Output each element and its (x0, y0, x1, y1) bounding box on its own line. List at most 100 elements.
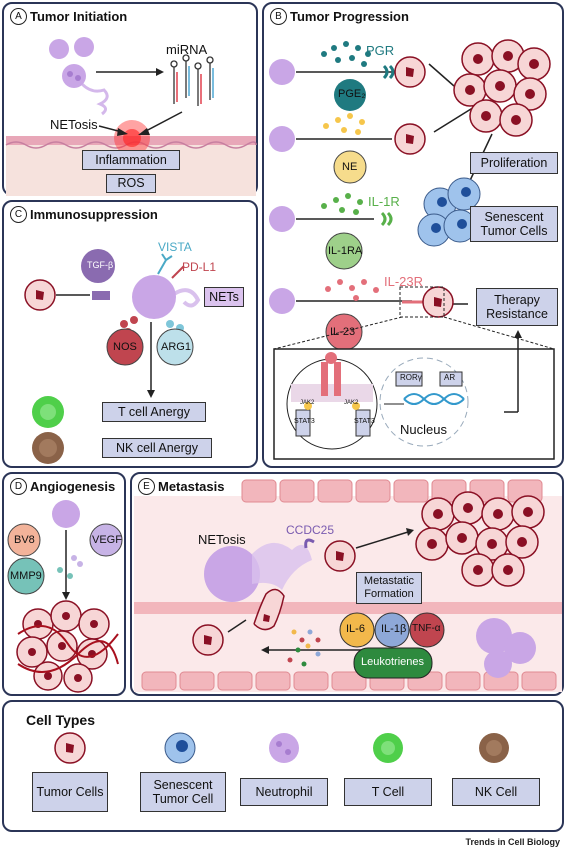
arg1-label: ARG1 (161, 341, 191, 353)
netosis-label: NETosis (198, 532, 246, 547)
tcell-anergy-box: T cell Anergy (102, 402, 206, 422)
pge2-dots (321, 41, 371, 67)
netosis-label: NETosis (50, 117, 98, 132)
panel-e-graphic (134, 479, 562, 692)
extravasating-cell (253, 588, 285, 631)
stat3-right-label: STAT3 (354, 418, 375, 425)
panel-b-title-text: Tumor Progression (290, 9, 409, 24)
ar-label: AR (444, 373, 456, 382)
il1ra-label: IL-1RA (328, 245, 363, 257)
vegf-circle (89, 523, 123, 557)
cytokine-dots (287, 629, 321, 667)
panel-d-letter: D (10, 478, 27, 495)
nkcell-anergy-box: NK cell Anergy (102, 438, 212, 458)
mirna-icon (170, 54, 214, 106)
legend-title: Cell Types (26, 712, 95, 728)
il1r-label: IL-1R (368, 194, 400, 209)
vessel-wall-bottom (141, 671, 557, 691)
therapy-resistance-box: Therapy Resistance (476, 288, 558, 326)
panel-a-letter: A (10, 8, 27, 25)
stat3-right (355, 409, 371, 437)
pge2-circle (334, 79, 366, 111)
arg1-circle (156, 328, 194, 366)
ne-dots (323, 113, 365, 135)
panel-d-title: D Angiogenesis (10, 478, 115, 495)
rory-label: RORγ (400, 373, 422, 382)
netosis-neutrophil-icon (204, 546, 260, 602)
il23-label: IL-23 (330, 326, 356, 338)
legend-tcell-box: T Cell (344, 778, 432, 806)
pdl1-label: PD-L1 (182, 260, 217, 274)
receptor (92, 291, 110, 300)
panel-a-title-text: Tumor Initiation (30, 9, 128, 24)
ne-label: NE (342, 161, 358, 173)
metastatic-formation-box: Metastatic Formation (356, 572, 422, 604)
ne-circle (333, 150, 367, 184)
pdl1-receptor (171, 265, 185, 279)
vista-label: VISTA (158, 240, 192, 254)
leukotrienes-label: Leukotrienes (361, 656, 424, 668)
mmp9-circle (7, 557, 45, 595)
jak2-left-label: JAK2 (300, 400, 315, 406)
tnfa-circle (409, 612, 445, 648)
il1ra-circle (325, 232, 363, 270)
bv8-circle (7, 523, 41, 557)
tumor-cell-icon (394, 56, 454, 318)
nets-box: NETs (204, 287, 244, 307)
vascularized-tumor (16, 600, 110, 693)
stat3-left-label: STAT3 (294, 418, 315, 425)
neutrophil-icon (476, 618, 512, 654)
ros-box: ROS (106, 174, 156, 193)
journal-credit: Trends in Cell Biology (465, 837, 560, 847)
panel-metastasis: E Metastasis (130, 472, 564, 696)
panel-a-title: A Tumor Initiation (10, 8, 127, 25)
tgfb-label: TGF-β (87, 260, 114, 270)
panel-e-title: E Metastasis (138, 478, 224, 495)
neutrophil-icon (132, 275, 176, 319)
legend-senescent-box: Senescent Tumor Cell (140, 772, 226, 812)
nucleus-label: Nucleus (400, 422, 447, 437)
leukotrienes-shape (353, 647, 433, 679)
il6-label: IL-6 (346, 623, 365, 635)
pgr-label: PGR (366, 43, 395, 58)
proliferation-box: Proliferation (470, 152, 558, 174)
mirna-label: miRNA (166, 42, 208, 57)
bv8-label: BV8 (14, 534, 35, 546)
vessel-wall-middle (134, 602, 562, 614)
neutrophil-icon (269, 733, 299, 763)
tnfa-label: TNF-α (412, 623, 441, 634)
vegf-label: VEGF (92, 534, 122, 546)
panel-c-title: C Immunosuppression (10, 206, 158, 223)
il1ra-dots (321, 193, 363, 215)
panel-b-graphic (269, 39, 555, 460)
panel-angiogenesis: D Angiogenesis BV8 VEGF MMP9 (2, 472, 126, 696)
il1b-label: IL-1β (381, 623, 407, 635)
panel-tumor-initiation: A Tumor Initiation miRNA NETosis Inflamm… (2, 2, 258, 196)
il23-dots (325, 279, 379, 301)
pge2-label: PGE₂ (338, 88, 366, 100)
membrane (291, 384, 373, 402)
il1r-receptor (380, 211, 393, 227)
panel-c-graphic (24, 249, 201, 464)
senescent-box: Senescent Tumor Cells (470, 206, 558, 242)
panel-immunosuppression: C Immunosuppression TGF-β VISTA PD-L1 NE… (2, 200, 258, 468)
stat3-left (295, 409, 311, 437)
neutrophil-icon (49, 37, 109, 116)
tgfb-circle (81, 249, 115, 283)
panel-b-letter: B (270, 8, 287, 25)
panel-e-title-text: Metastasis (158, 479, 225, 494)
panel-d-graphic (7, 500, 123, 693)
nos-label: NOS (113, 341, 137, 353)
panel-c-title-text: Immunosuppression (30, 207, 158, 222)
ccdc25-receptor (304, 538, 315, 549)
il6-circle (339, 612, 375, 648)
ccdc25-label: CCDC25 (286, 523, 335, 537)
jak2-right-label: JAK2 (344, 400, 359, 406)
legend-neutrophil-box: Neutrophil (240, 778, 328, 806)
legend-nkcell-box: NK Cell (452, 778, 540, 806)
legend-cell-types: Cell Types Tumor Cells Senescent Tumor C… (2, 700, 564, 832)
neutrophil-icon (52, 500, 80, 528)
nos-circle (106, 328, 144, 366)
il1b-circle (374, 612, 410, 648)
vista-receptor (157, 253, 173, 275)
